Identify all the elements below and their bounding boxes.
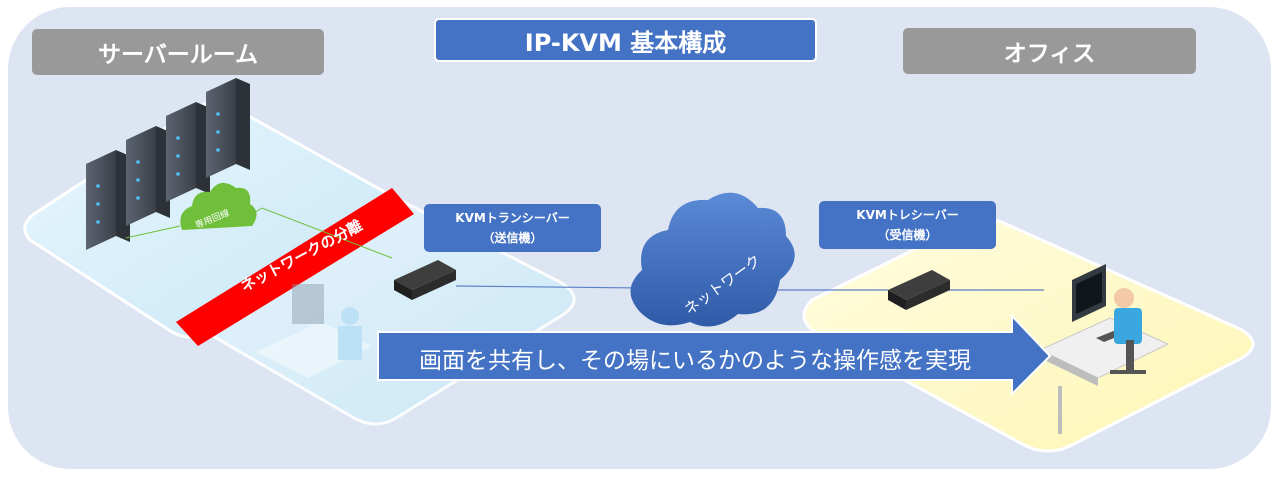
server-room-desk [256,284,372,378]
kvm-receiver-device [888,270,950,310]
network-separation-band [176,188,414,346]
diagram-title: IP-KVM 基本構成 [434,18,817,62]
dedicated-line-cloud [125,182,393,259]
transmitter-label-line1: KVMトランシーバー [455,211,570,225]
receiver-label: KVMトレシーバー （受信機） [819,201,996,249]
server-room-label-text: サーバールーム [97,42,259,68]
operation-arrow [377,313,1052,397]
server-racks [86,78,250,250]
transmitter-label: KVMトランシーバー （送信機） [424,204,601,252]
server-room-label: サーバールーム [32,29,324,75]
office-workstation [1038,264,1170,434]
kvm-transmitter-device [394,260,456,300]
network-cloud [630,192,795,327]
operation-arrow-label: 画面を共有し、その場にいるかのような操作感を実現 [419,348,971,374]
receiver-label-line2: （受信機） [877,228,938,242]
office-label: オフィス [903,28,1196,74]
office-label-text: オフィス [1003,41,1096,67]
transmitter-label-line2: （送信機） [482,231,543,245]
receiver-label-line1: KVMトレシーバー [856,208,959,222]
link-transmitter-network [455,285,641,289]
